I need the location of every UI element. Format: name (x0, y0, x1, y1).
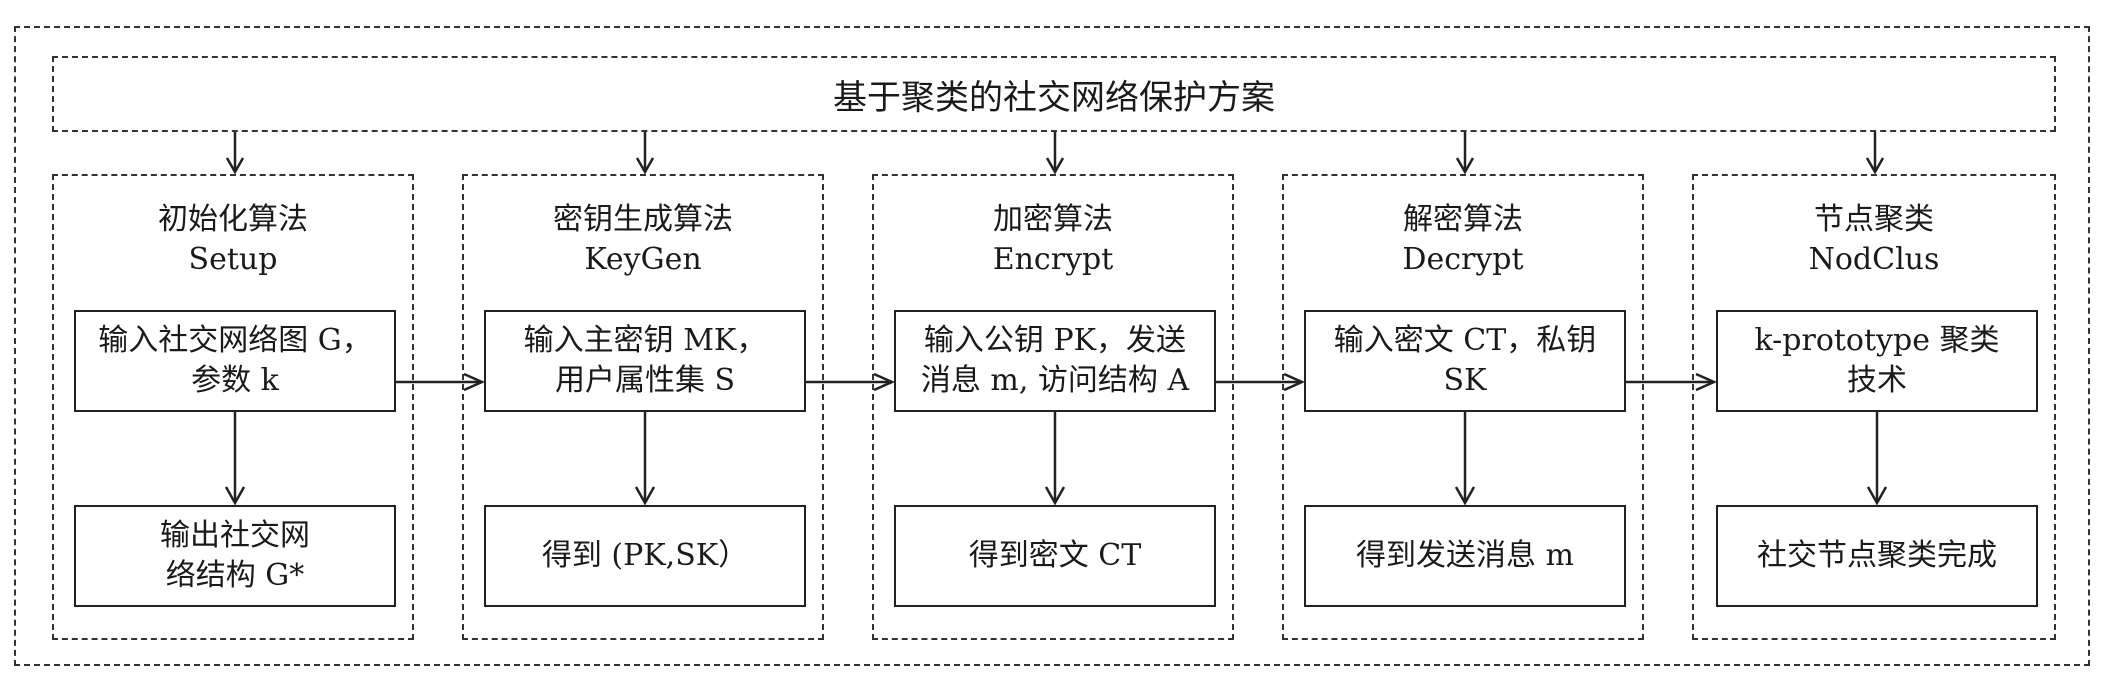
output-line: 得到密文 CT (968, 538, 1142, 573)
module-setup-output-box: 输出社交网 络结构 G* (74, 505, 396, 607)
module-nodclus-title: 节点聚类 NodClus (1692, 200, 2056, 280)
module-nodclus-input-box: k-prototype 聚类 技术 (1716, 310, 2038, 412)
input-line: 技术 (1847, 363, 1907, 398)
module-name: 解密算法 (1403, 202, 1523, 237)
module-code: Encrypt (992, 242, 1114, 277)
input-line: 输入主密钥 MK， (523, 323, 767, 358)
scheme-title: 基于聚类的社交网络保护方案 (833, 77, 1275, 118)
module-encrypt-frame (872, 174, 1234, 640)
module-decrypt-input-box: 输入密文 CT，私钥 SK (1304, 310, 1626, 412)
module-decrypt-title: 解密算法 Decrypt (1282, 200, 1644, 280)
module-decrypt-output-box: 得到发送消息 m (1304, 505, 1626, 607)
module-code: NodClus (1808, 242, 1940, 277)
module-nodclus-output-box: 社交节点聚类完成 (1716, 505, 2038, 607)
module-encrypt-title: 加密算法 Encrypt (872, 200, 1234, 280)
output-line: 社交节点聚类完成 (1757, 538, 1997, 573)
output-line: 得到 (PK,SK） (541, 538, 749, 573)
input-line: 输入社交网络图 G， (98, 323, 372, 358)
input-line: 用户属性集 S (554, 363, 736, 398)
module-name: 加密算法 (993, 202, 1113, 237)
outer-frame (14, 26, 2090, 666)
module-encrypt-input-box: 输入公钥 PK，发送 消息 m, 访问结构 A (894, 310, 1216, 412)
scheme-title-box (52, 56, 2056, 132)
module-keygen-title: 密钥生成算法 KeyGen (462, 200, 824, 280)
module-decrypt-frame (1282, 174, 1644, 640)
module-setup-title: 初始化算法 Setup (52, 200, 414, 280)
input-line: 参数 k (191, 363, 279, 398)
input-line: 输入密文 CT，私钥 (1333, 323, 1597, 358)
input-line: 消息 m, 访问结构 A (920, 363, 1190, 398)
module-nodclus-frame (1692, 174, 2056, 640)
module-code: Setup (188, 242, 278, 277)
module-code: KeyGen (584, 242, 702, 277)
input-line: k-prototype 聚类 (1754, 323, 2000, 358)
output-line: 输出社交网 (160, 518, 310, 553)
module-code: Decrypt (1402, 242, 1524, 277)
input-line: SK (1443, 363, 1487, 398)
module-name: 节点聚类 (1814, 202, 1934, 237)
output-line: 得到发送消息 m (1356, 538, 1574, 573)
module-name: 初始化算法 (158, 202, 308, 237)
module-keygen-input-box: 输入主密钥 MK， 用户属性集 S (484, 310, 806, 412)
module-keygen-output-box: 得到 (PK,SK） (484, 505, 806, 607)
module-name: 密钥生成算法 (553, 202, 733, 237)
module-keygen-frame (462, 174, 824, 640)
module-setup-frame (52, 174, 414, 640)
input-line: 输入公钥 PK，发送 (923, 323, 1187, 358)
output-line: 络结构 G* (165, 558, 305, 593)
module-setup-input-box: 输入社交网络图 G， 参数 k (74, 310, 396, 412)
module-encrypt-output-box: 得到密文 CT (894, 505, 1216, 607)
